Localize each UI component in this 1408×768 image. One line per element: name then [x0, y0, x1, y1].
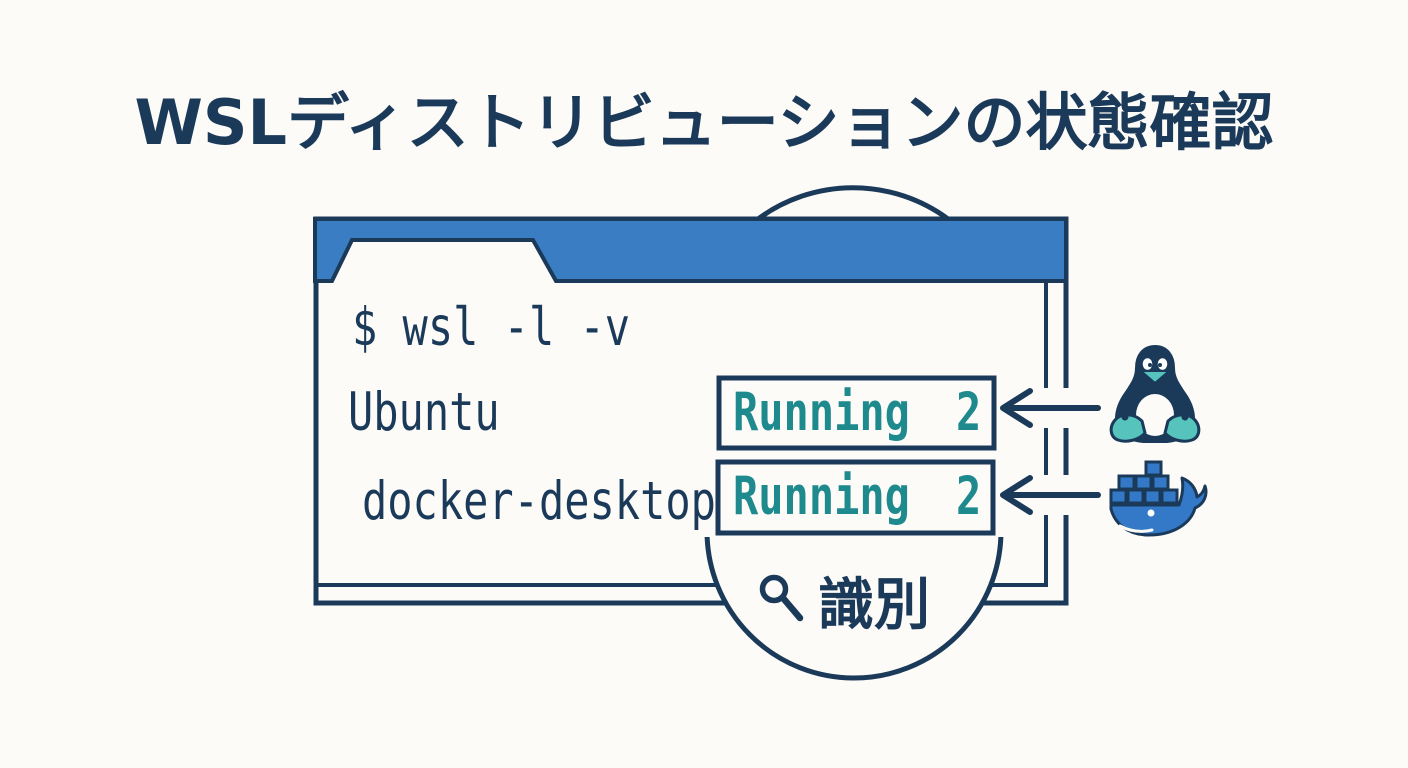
status-box-docker-desktop: Running 2 [715, 459, 996, 536]
status-text-ubuntu: Running [733, 383, 910, 444]
terminal-command: $ wsl -l -v [352, 298, 630, 359]
magnifier-icon [759, 574, 804, 622]
arrow-to-ubuntu [998, 388, 1101, 428]
identify-badge-circle [704, 537, 1004, 681]
version-text-docker-desktop: 2 [956, 467, 981, 528]
version-text-ubuntu: 2 [956, 383, 981, 444]
arrow-head [1000, 475, 1033, 515]
linux-tux-icon [1109, 344, 1201, 443]
docker-whale-icon [1109, 460, 1208, 537]
identify-badge-label: 識別 [818, 573, 930, 638]
status-box-ubuntu: Running 2 [716, 375, 997, 451]
distro-name-docker-desktop: docker-desktop [362, 472, 716, 533]
status-text-docker-desktop: Running [733, 467, 910, 528]
window-title-bar [313, 217, 1068, 283]
distro-name-ubuntu: Ubuntu [348, 383, 500, 444]
page-title: WSLディストリビューションの状態確認 [135, 86, 1274, 159]
arrow-head [1000, 388, 1033, 428]
window-top-arc-decoration [756, 185, 950, 222]
arrow-to-docker-desktop [998, 475, 1101, 515]
window-inner-border [318, 281, 1048, 587]
